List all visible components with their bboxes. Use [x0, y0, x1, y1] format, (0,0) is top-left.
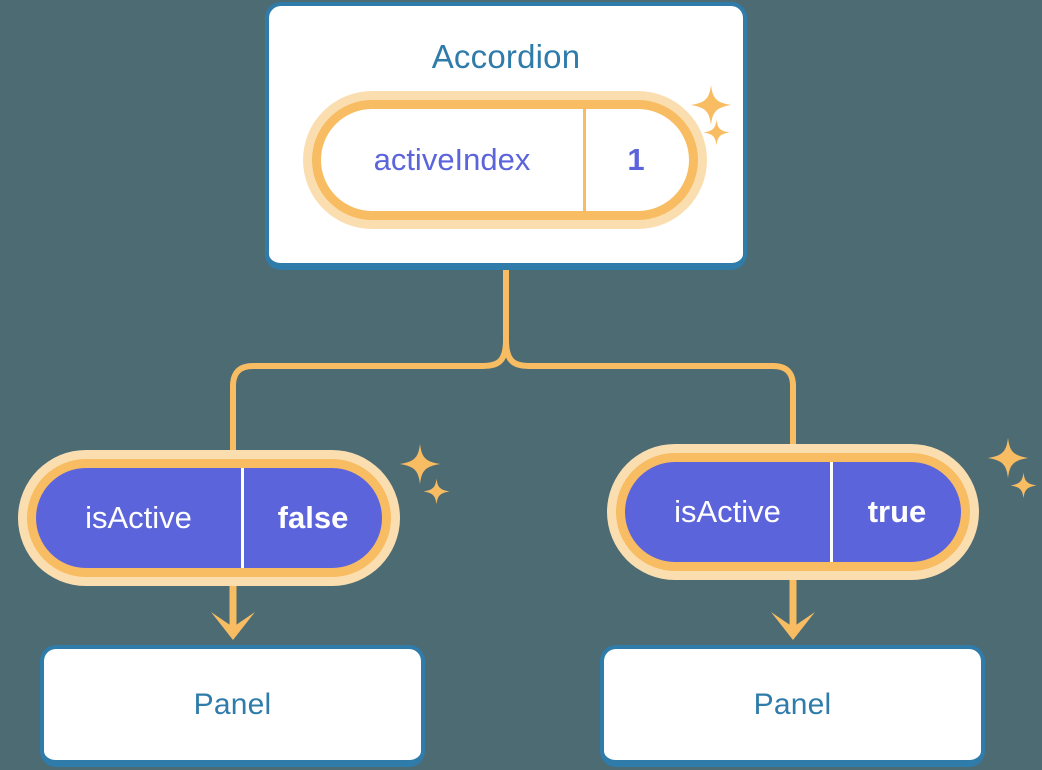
sparkle-icon — [399, 443, 441, 485]
state-divider — [241, 468, 244, 568]
panel-title: Panel — [193, 687, 272, 721]
state-badge-is-active-right[interactable]: isActive true — [616, 453, 970, 571]
arrowhead-right-icon — [771, 612, 815, 640]
state-value-label: 1 — [627, 142, 645, 177]
state-key-label: activeIndex — [373, 142, 531, 177]
state-badge-is-active-left[interactable]: isActive false — [27, 459, 391, 577]
state-badge-active-index[interactable]: activeIndex 1 — [312, 100, 698, 220]
sparkle-icon — [1010, 472, 1037, 499]
connector-branch-left — [230, 337, 509, 462]
panel-card-left[interactable]: Panel — [40, 645, 425, 767]
accordion-title: Accordion — [431, 38, 581, 75]
state-value-label: false — [277, 500, 349, 535]
panel-card-right[interactable]: Panel — [600, 645, 985, 767]
state-value-label: true — [867, 494, 927, 529]
arrowhead-left-icon — [211, 612, 255, 640]
state-key-label: isActive — [674, 494, 781, 529]
state-divider — [830, 462, 833, 562]
state-divider — [583, 109, 586, 211]
panel-title: Panel — [753, 687, 832, 721]
sparkle-icon — [987, 437, 1029, 479]
sparkle-icon — [423, 478, 450, 505]
connector-branch-right — [503, 337, 796, 456]
state-key-label: isActive — [85, 500, 192, 535]
